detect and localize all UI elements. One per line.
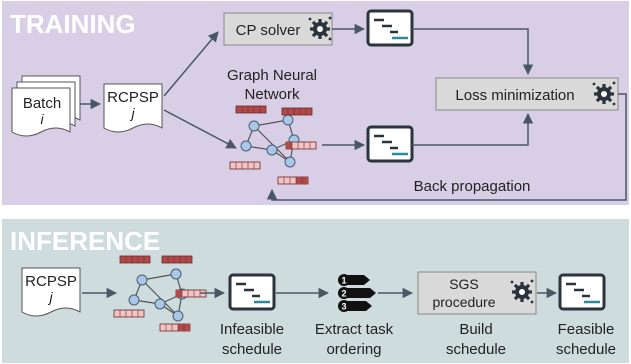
- gnn-label-line1: Graph Neural: [227, 67, 317, 84]
- batch-index: i: [40, 111, 44, 127]
- rcpsp-label-inference: RCPSP: [25, 273, 77, 290]
- batch-document: Batch i: [11, 75, 81, 137]
- ordering-icon: 1 2 3: [338, 274, 376, 312]
- rcpsp-document-inference: RCPSP j: [21, 267, 81, 317]
- build-label-line2: schedule: [446, 341, 506, 358]
- training-title: TRAINING: [10, 9, 136, 39]
- backprop-label: Back propagation: [414, 178, 531, 195]
- schedule-icon-cp: [366, 9, 414, 47]
- rcpsp-index-inference: j: [47, 289, 53, 305]
- rcpsp-index-training: j: [129, 105, 135, 121]
- rcpsp-label-training: RCPSP: [107, 89, 159, 106]
- arrow-rcpsp-gnn: [163, 109, 237, 149]
- arrow-backprop: [266, 93, 627, 201]
- batch-label: Batch: [23, 95, 61, 112]
- schedule-icon-infeasible: [228, 273, 276, 311]
- sgs-label-line1: SGS: [449, 276, 479, 292]
- sgs-label-line2: procedure: [432, 294, 495, 310]
- arrow-gnn-loss: [412, 112, 534, 146]
- sgs-procedure-box: SGS procedure: [417, 271, 537, 315]
- gnn-label-line2: Network: [244, 86, 300, 103]
- loss-label: Loss minimization: [455, 87, 574, 104]
- inference-panel: INFERENCE RCPSP j Infeasible schedule: [2, 219, 629, 363]
- cp-solver-label: CP solver: [236, 22, 301, 39]
- schedule-icon-feasible: [558, 273, 606, 311]
- inference-title: INFERENCE: [10, 226, 160, 256]
- extract-label-line1: Extract task: [315, 321, 394, 338]
- loss-minimization-box: Loss minimization: [435, 77, 619, 111]
- cp-solver-box: CP solver: [223, 12, 333, 46]
- order-number-3: 3: [341, 302, 346, 312]
- build-label-line1: Build: [459, 321, 492, 338]
- feasible-label-line1: Feasible: [558, 321, 615, 338]
- training-panel: TRAINING Batch i RCPSP j CP solver Gr: [2, 1, 629, 205]
- extract-label-line2: ordering: [326, 341, 381, 358]
- arrow-cp-loss: [412, 28, 534, 76]
- schedule-icon-gnn: [366, 125, 414, 163]
- order-number-2: 2: [341, 289, 346, 299]
- feasible-label-line2: schedule: [556, 341, 616, 358]
- order-number-1: 1: [341, 276, 346, 286]
- gnn-feature-vectors: [229, 105, 317, 185]
- arrow-rcpsp-cpsolver: [163, 31, 219, 97]
- gnn-feature-vectors-inference: [113, 255, 207, 332]
- infeasible-label-line2: schedule: [222, 341, 282, 358]
- infeasible-label-line1: Infeasible: [220, 321, 284, 338]
- rcpsp-document-training: RCPSP j: [103, 83, 163, 133]
